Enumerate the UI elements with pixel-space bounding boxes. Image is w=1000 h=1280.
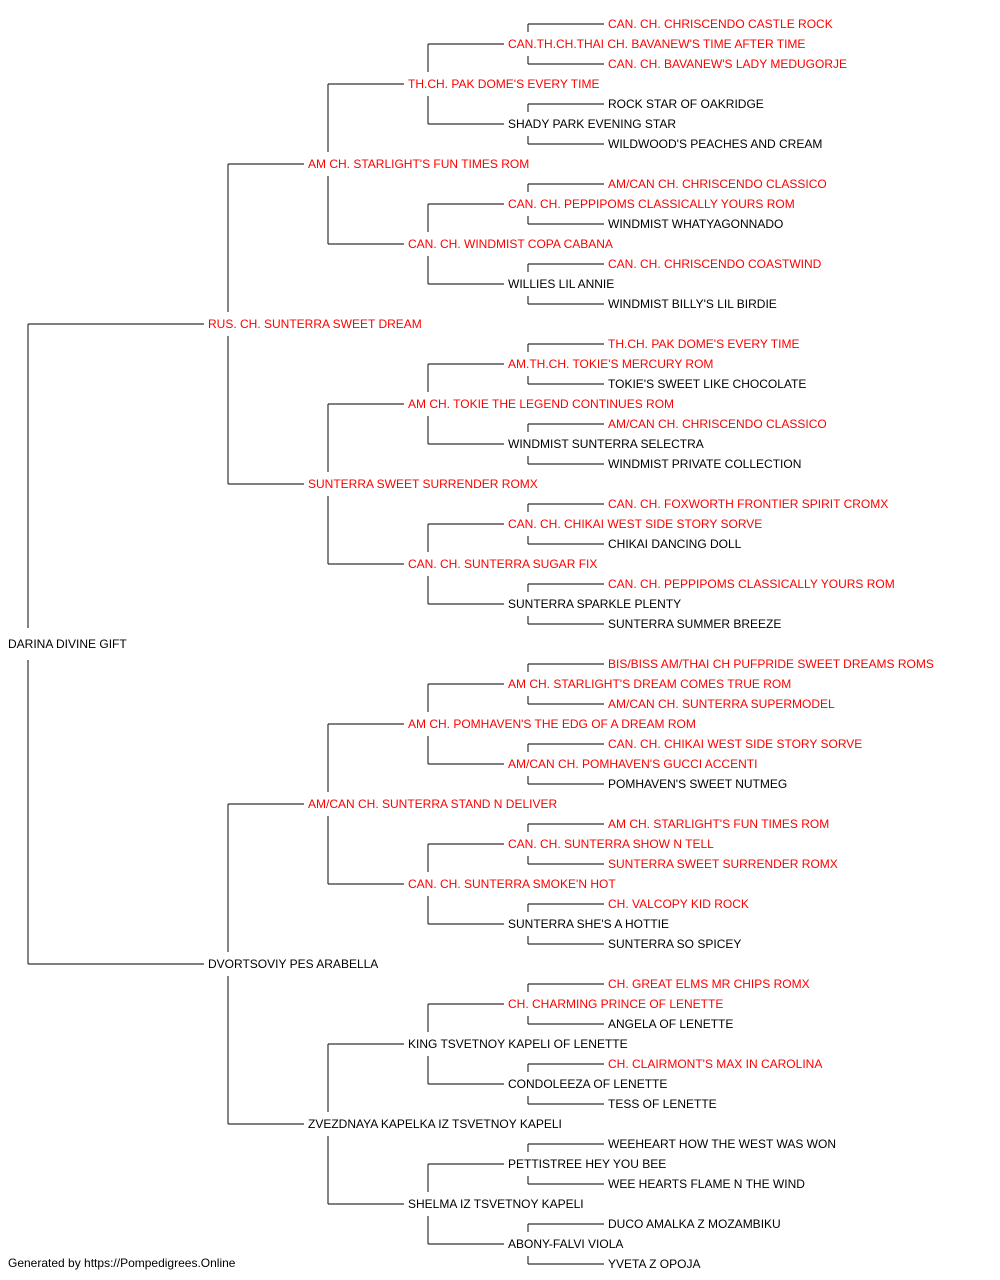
pedigree-name-gen5[interactable]: ANGELA OF LENETTE [608,1017,733,1031]
pedigree-name-gen5[interactable]: CAN. CH. CHRISCENDO COASTWIND [608,257,822,271]
pedigree-name-gen4[interactable]: SHADY PARK EVENING STAR [508,117,676,131]
pedigree-name-gen4[interactable]: WINDMIST SUNTERRA SELECTRA [508,437,704,451]
pedigree-name-gen4[interactable]: WILLIES LIL ANNIE [508,277,614,291]
pedigree-name-gen0[interactable]: DARINA DIVINE GIFT [8,637,127,651]
pedigree-name-gen3[interactable]: KING TSVETNOY KAPELI OF LENETTE [408,1037,628,1051]
pedigree-name-gen5[interactable]: ROCK STAR OF OAKRIDGE [608,97,764,111]
pedigree-name-gen5[interactable]: WEE HEARTS FLAME N THE WIND [608,1177,805,1191]
pedigree-name-gen3[interactable]: TH.CH. PAK DOME'S EVERY TIME [408,77,599,91]
pedigree-name-gen5[interactable]: TH.CH. PAK DOME'S EVERY TIME [608,337,799,351]
pedigree-name-gen3[interactable]: SHELMA IZ TSVETNOY KAPELI [408,1197,584,1211]
pedigree-name-gen2[interactable]: ZVEZDNAYA KAPELKA IZ TSVETNOY KAPELI [308,1117,562,1131]
pedigree-name-gen5[interactable]: WINDMIST BILLY'S LIL BIRDIE [608,297,777,311]
pedigree-name-gen5[interactable]: CH. CLAIRMONT'S MAX IN CAROLINA [608,1057,822,1071]
pedigree-name-gen5[interactable]: CH. VALCOPY KID ROCK [608,897,749,911]
pedigree-name-gen4[interactable]: CAN.TH.CH.THAI CH. BAVANEW'S TIME AFTER … [508,37,805,51]
pedigree-name-gen4[interactable]: CAN. CH. SUNTERRA SHOW N TELL [508,837,714,851]
pedigree-name-gen4[interactable]: PETTISTREE HEY YOU BEE [508,1157,666,1171]
pedigree-name-gen5[interactable]: SUNTERRA SWEET SURRENDER ROMX [608,857,838,871]
pedigree-name-gen4[interactable]: AM/CAN CH. POMHAVEN'S GUCCI ACCENTI [508,757,757,771]
pedigree-name-gen5[interactable]: POMHAVEN'S SWEET NUTMEG [608,777,787,791]
pedigree-name-gen5[interactable]: TESS OF LENETTE [608,1097,717,1111]
pedigree-name-gen3[interactable]: AM CH. POMHAVEN'S THE EDG OF A DREAM ROM [408,717,696,731]
pedigree-name-gen3[interactable]: CAN. CH. SUNTERRA SUGAR FIX [408,557,597,571]
pedigree-name-gen5[interactable]: SUNTERRA SO SPICEY [608,937,741,951]
pedigree-name-gen5[interactable]: SUNTERRA SUMMER BREEZE [608,617,781,631]
pedigree-name-gen4[interactable]: CAN. CH. CHIKAI WEST SIDE STORY SORVE [508,517,762,531]
pedigree-name-gen4[interactable]: CONDOLEEZA OF LENETTE [508,1077,667,1091]
pedigree-name-gen5[interactable]: CAN. CH. FOXWORTH FRONTIER SPIRIT CROMX [608,497,888,511]
pedigree-name-gen4[interactable]: AM CH. STARLIGHT'S DREAM COMES TRUE ROM [508,677,791,691]
pedigree-name-gen5[interactable]: AM/CAN CH. SUNTERRA SUPERMODEL [608,697,835,711]
pedigree-name-gen5[interactable]: BIS/BISS AM/THAI CH PUFPRIDE SWEET DREAM… [608,657,934,671]
pedigree-name-gen5[interactable]: AM/CAN CH. CHRISCENDO CLASSICO [608,177,827,191]
pedigree-name-gen5[interactable]: WINDMIST PRIVATE COLLECTION [608,457,801,471]
pedigree-name-gen1[interactable]: DVORTSOVIY PES ARABELLA [208,957,378,971]
pedigree-name-gen5[interactable]: DUCO AMALKA Z MOZAMBIKU [608,1217,781,1231]
pedigree-name-gen4[interactable]: SUNTERRA SHE'S A HOTTIE [508,917,669,931]
pedigree-name-gen5[interactable]: AM/CAN CH. CHRISCENDO CLASSICO [608,417,827,431]
pedigree-name-gen5[interactable]: YVETA Z OPOJA [608,1257,700,1271]
pedigree-name-gen5[interactable]: CAN. CH. CHRISCENDO CASTLE ROCK [608,17,833,31]
pedigree-name-gen2[interactable]: SUNTERRA SWEET SURRENDER ROMX [308,477,538,491]
pedigree-name-gen2[interactable]: AM/CAN CH. SUNTERRA STAND N DELIVER [308,797,557,811]
pedigree-name-gen5[interactable]: CAN. CH. CHIKAI WEST SIDE STORY SORVE [608,737,862,751]
pedigree-name-gen3[interactable]: CAN. CH. WINDMIST COPA CABANA [408,237,613,251]
footer-credit: Generated by https://Pompedigrees.Online [8,1256,236,1270]
pedigree-name-gen4[interactable]: CH. CHARMING PRINCE OF LENETTE [508,997,723,1011]
pedigree-name-gen5[interactable]: CAN. CH. PEPPIPOMS CLASSICALLY YOURS ROM [608,577,895,591]
pedigree-name-gen5[interactable]: CH. GREAT ELMS MR CHIPS ROMX [608,977,810,991]
pedigree-name-gen5[interactable]: AM CH. STARLIGHT'S FUN TIMES ROM [608,817,829,831]
pedigree-name-gen4[interactable]: ABONY-FALVI VIOLA [508,1237,623,1251]
pedigree-name-gen5[interactable]: CHIKAI DANCING DOLL [608,537,742,551]
pedigree-name-gen5[interactable]: WEEHEART HOW THE WEST WAS WON [608,1137,836,1151]
pedigree-name-gen3[interactable]: CAN. CH. SUNTERRA SMOKE'N HOT [408,877,616,891]
pedigree-name-gen4[interactable]: CAN. CH. PEPPIPOMS CLASSICALLY YOURS ROM [508,197,795,211]
pedigree-name-gen5[interactable]: CAN. CH. BAVANEW'S LADY MEDUGORJE [608,57,847,71]
pedigree-name-gen5[interactable]: WILDWOOD'S PEACHES AND CREAM [608,137,822,151]
pedigree-name-gen5[interactable]: TOKIE'S SWEET LIKE CHOCOLATE [608,377,806,391]
pedigree-name-gen2[interactable]: AM CH. STARLIGHT'S FUN TIMES ROM [308,157,529,171]
pedigree-name-gen3[interactable]: AM CH. TOKIE THE LEGEND CONTINUES ROM [408,397,674,411]
pedigree-name-gen1[interactable]: RUS. CH. SUNTERRA SWEET DREAM [208,317,422,331]
pedigree-name-gen4[interactable]: SUNTERRA SPARKLE PLENTY [508,597,681,611]
pedigree-name-gen5[interactable]: WINDMIST WHATYAGONNADO [608,217,783,231]
pedigree-name-gen4[interactable]: AM.TH.CH. TOKIE'S MERCURY ROM [508,357,713,371]
